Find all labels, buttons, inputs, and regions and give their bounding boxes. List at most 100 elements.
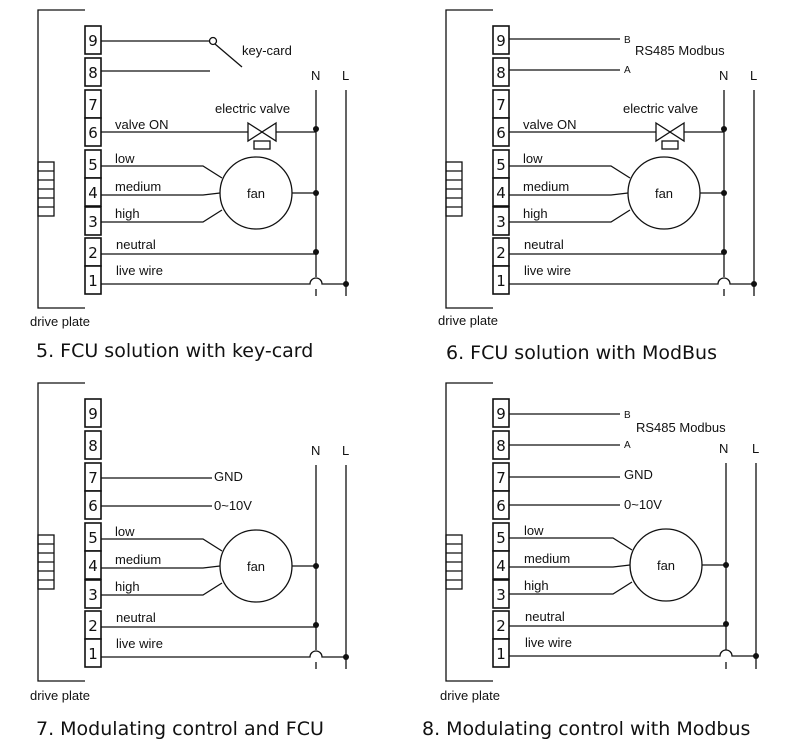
terminal-block: 9 8 7 6 5 4 3 2 1: [84, 398, 102, 668]
svg-text:5: 5: [88, 529, 98, 547]
low-label: low: [115, 524, 135, 539]
svg-text:8: 8: [496, 437, 506, 455]
svg-text:5: 5: [496, 156, 506, 174]
high-label: high: [523, 206, 548, 221]
terminal-8: [492, 57, 510, 87]
wire-5-low: [509, 165, 631, 179]
terminal-9: [492, 398, 510, 428]
svg-text:1: 1: [496, 645, 506, 663]
caption: 6. FCU solution with ModBus: [446, 342, 717, 364]
b-label: B: [624, 410, 631, 421]
wire-4-medium: [101, 565, 221, 569]
svg-text:8: 8: [88, 437, 98, 455]
terminal-9: [84, 25, 102, 55]
live-bus-label: L: [750, 68, 757, 83]
terminal-9: [492, 25, 510, 55]
neutral-bus-label: N: [311, 68, 320, 83]
terminal-block: 9 8 7 6 5 4 3 2 1: [492, 398, 510, 668]
svg-text:9: 9: [88, 32, 98, 50]
high-label: high: [115, 579, 140, 594]
wire-3-high: [509, 581, 633, 595]
a-label: A: [624, 440, 631, 451]
terminal-4: [492, 177, 510, 207]
wire-5-low: [101, 538, 223, 552]
svg-text:7: 7: [88, 96, 98, 114]
drive-plate-outline: [445, 382, 493, 682]
drive-plate-label: drive plate: [438, 313, 498, 328]
svg-text:8: 8: [496, 64, 506, 82]
svg-text:3: 3: [496, 213, 506, 231]
svg-text:5: 5: [88, 156, 98, 174]
wire-4-medium: [101, 192, 221, 196]
svg-text:4: 4: [88, 184, 98, 202]
drive-plate-outline: [445, 9, 493, 309]
terminal-4: [84, 550, 102, 580]
live-bus-label: L: [342, 443, 349, 458]
gnd-label: GND: [624, 467, 653, 482]
wire-1-live: [101, 277, 346, 285]
drive-plate-outline: [37, 9, 85, 309]
neutral-label: neutral: [525, 609, 565, 624]
svg-text:4: 4: [496, 184, 506, 202]
svg-text:7: 7: [496, 96, 506, 114]
gnd-label: GND: [214, 469, 243, 484]
neutral-bus-label: N: [719, 441, 728, 456]
valve-on-label: valve ON: [115, 117, 168, 132]
live-wire-label: live wire: [525, 635, 572, 650]
wire-1-live: [509, 649, 756, 657]
drive-plate-label: drive plate: [440, 688, 500, 703]
svg-text:6: 6: [496, 124, 506, 142]
terminal-3: [84, 579, 102, 609]
svg-text:8: 8: [88, 64, 98, 82]
terminal-8: [84, 57, 102, 87]
svg-text:9: 9: [496, 405, 506, 423]
svg-text:4: 4: [88, 557, 98, 575]
live-wire-label: live wire: [116, 263, 163, 278]
terminal-8: [84, 430, 102, 460]
panel-fcu-modbus: 9 8 7 6 5 4 3 2 1 B A RS485 Modbus N L e…: [438, 9, 757, 364]
live-bus-label: L: [752, 441, 759, 456]
caption: 8. Modulating control with Modbus: [422, 718, 750, 740]
terminal-4: [492, 550, 510, 580]
panel-modulating-fcu: 9 8 7 6 5 4 3 2 1 N L GND 0~10V fan low …: [30, 382, 349, 740]
valve-icon: [247, 121, 264, 143]
live-wire-label: live wire: [524, 263, 571, 278]
a-label: A: [624, 65, 631, 76]
low-label: low: [115, 151, 135, 166]
neutral-bus-label: N: [719, 68, 728, 83]
live-bus-label: L: [342, 68, 349, 83]
wire-3-high: [101, 209, 223, 223]
panel-modulating-modbus: 9 8 7 6 5 4 3 2 1 B A RS485 Modbus N L G…: [422, 382, 759, 740]
drive-plate-outline: [37, 382, 85, 682]
svg-text:2: 2: [88, 244, 98, 262]
terminal-block: 9 8 7 6 5 4 3 2 1: [492, 25, 510, 295]
svg-text:4: 4: [496, 557, 506, 575]
0-10v-label: 0~10V: [624, 497, 662, 512]
low-label: low: [524, 523, 544, 538]
high-label: high: [115, 206, 140, 221]
fan-label: fan: [247, 559, 265, 574]
svg-text:5: 5: [496, 529, 506, 547]
svg-text:6: 6: [496, 497, 506, 515]
medium-label: medium: [524, 551, 570, 566]
neutral-label: neutral: [116, 610, 156, 625]
rs485-label: RS485 Modbus: [635, 43, 725, 58]
low-label: low: [523, 151, 543, 166]
svg-text:7: 7: [88, 469, 98, 487]
terminal-3: [84, 206, 102, 236]
wire-5-low: [101, 165, 223, 179]
valve-icon: [655, 121, 672, 143]
wire-4-medium: [509, 564, 631, 568]
wire-5-low: [509, 537, 633, 551]
svg-text:6: 6: [88, 124, 98, 142]
terminal-6: [84, 490, 102, 520]
electric-valve-label: electric valve: [215, 101, 290, 116]
key-card-switch-blade: [214, 43, 243, 68]
svg-text:1: 1: [88, 645, 98, 663]
caption: 5. FCU solution with key-card: [36, 340, 313, 362]
electric-valve-label: electric valve: [623, 101, 698, 116]
medium-label: medium: [523, 179, 569, 194]
neutral-label: neutral: [116, 237, 156, 252]
svg-text:9: 9: [496, 32, 506, 50]
